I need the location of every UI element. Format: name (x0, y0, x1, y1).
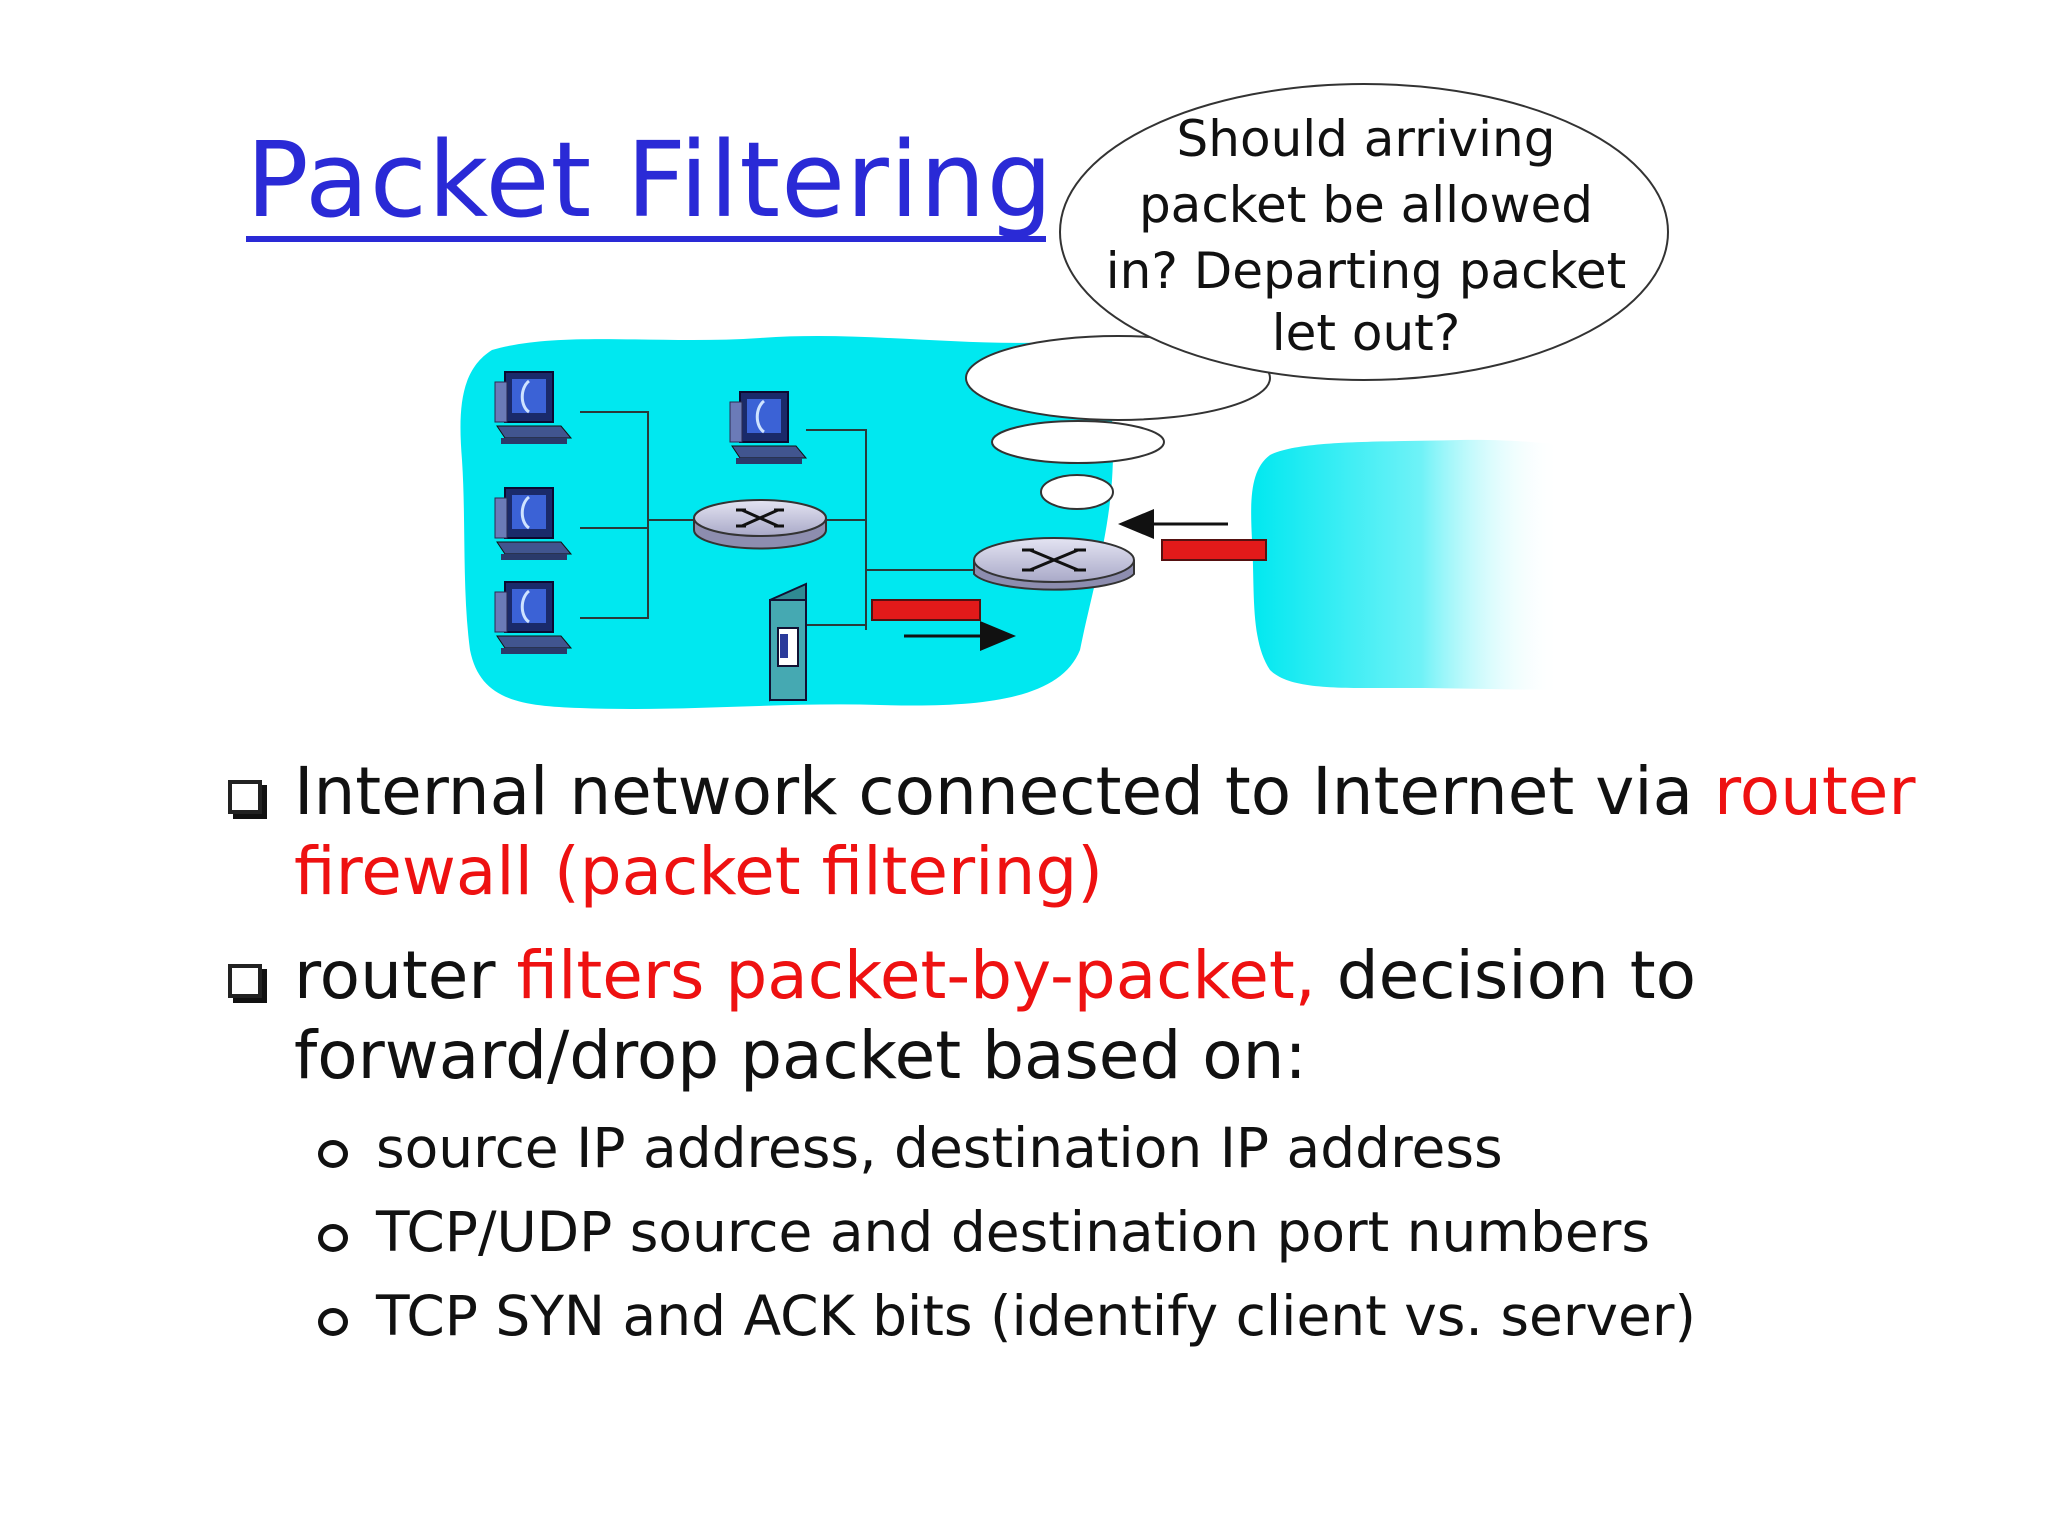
computer-icon (494, 371, 573, 444)
firewall-server-icon (769, 582, 807, 702)
computer-icon (729, 391, 808, 464)
sub-bullet-text: source IP address, destination IP addres… (376, 1116, 1503, 1180)
packet-icon (1161, 539, 1267, 561)
thought-bubble-small (1040, 474, 1114, 510)
firewall-router-icon (973, 537, 1135, 591)
thought-bubble-line: in? Departing packet (1106, 242, 1626, 300)
bullet-list: Internal network connected to Internet v… (220, 752, 2020, 1382)
router-icon (693, 499, 827, 550)
checkbox-bullet-icon (228, 964, 262, 998)
thought-bubble-text: Should arriving packet be allowed in? De… (1106, 110, 1626, 362)
thought-bubble-line: packet be allowed (1139, 176, 1593, 234)
sub-bullet-text: TCP/UDP source and destination port numb… (376, 1200, 1650, 1264)
circle-bullet-icon (318, 1308, 348, 1336)
checkbox-bullet-icon (228, 780, 262, 814)
title-underline (246, 236, 1046, 242)
bullet-text-part: Internal network connected to Internet v… (294, 753, 1715, 830)
computer-icon (494, 581, 573, 654)
sub-bullet-item: source IP address, destination IP addres… (316, 1106, 2020, 1190)
thought-bubble-line: let out? (1272, 304, 1461, 362)
bullet-highlight-text: router firewall (packet filtering) (294, 753, 1916, 910)
packet-icon (871, 599, 981, 621)
sub-bullet-text: TCP SYN and ACK bits (identify client vs… (376, 1284, 1696, 1348)
sub-bullet-list: source IP address, destination IP addres… (294, 1106, 2020, 1358)
bullet-item: router filters packet-by-packet, decisio… (220, 936, 2020, 1358)
bullet-item: Internal network connected to Internet v… (220, 752, 2020, 912)
thought-bubble-medium (991, 420, 1165, 464)
circle-bullet-icon (318, 1140, 348, 1168)
bullet-highlight-text: filters packet-by-packet, (516, 937, 1316, 1014)
bullet-text-part: decision to forward/drop packet based on… (294, 937, 1697, 1094)
bullet-text-part: router (294, 937, 517, 1014)
internet-cloud (1251, 439, 1560, 690)
network-wires (580, 411, 975, 630)
slide-title: Packet Filtering (246, 119, 1054, 241)
sub-bullet-item: TCP SYN and ACK bits (identify client vs… (316, 1274, 2020, 1358)
circle-bullet-icon (318, 1224, 348, 1252)
computer-icon (494, 487, 573, 560)
thought-bubble-line: Should arriving (1177, 110, 1556, 168)
thought-bubble (1059, 83, 1669, 381)
thought-bubble-large (965, 335, 1271, 421)
sub-bullet-item: TCP/UDP source and destination port numb… (316, 1190, 2020, 1274)
